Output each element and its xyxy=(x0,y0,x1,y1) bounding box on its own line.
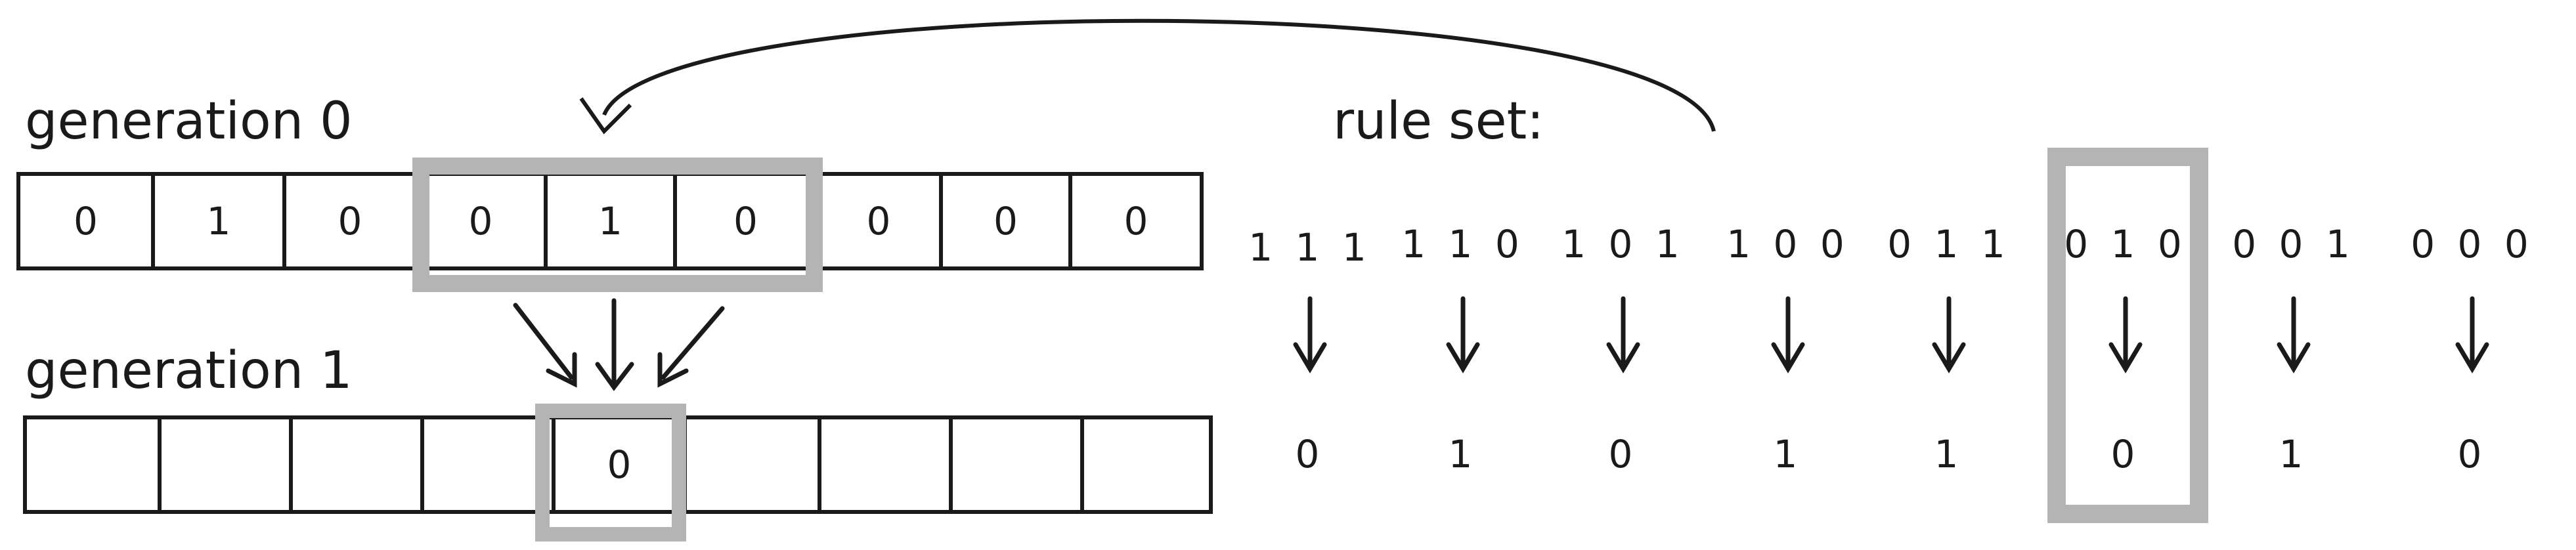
rule-pattern: 0 1 1 xyxy=(1887,222,2011,266)
rule-output: 1 xyxy=(1448,432,1478,476)
generation-0-cell: 1 xyxy=(548,176,677,266)
rule-arrow-head xyxy=(1932,342,1966,373)
rule-arrow-head xyxy=(1606,342,1640,373)
generation-1-cell xyxy=(293,419,424,510)
generation-0-label: generation 0 xyxy=(25,92,353,151)
rule-pattern: 1 0 0 xyxy=(1726,222,1850,266)
generation-0-cell: 0 xyxy=(418,176,548,266)
generation-0-cell: 0 xyxy=(818,176,943,266)
rule-pattern: 1 1 1 xyxy=(1248,225,1372,270)
rule-pattern: 0 0 1 xyxy=(2232,222,2355,266)
curved-arrow-head xyxy=(579,97,632,135)
curved-arrow-path xyxy=(602,18,1716,132)
generation-1-cell xyxy=(424,419,556,510)
generation-1-cell xyxy=(687,419,821,510)
rule-arrow-head xyxy=(2277,342,2311,373)
rule-pattern: 0 0 0 xyxy=(2411,222,2534,266)
matching-rule-highlight xyxy=(2047,148,2208,523)
arrow-center-head xyxy=(595,362,634,391)
generation-0-cell: 1 xyxy=(155,176,286,266)
generation-1-cell xyxy=(27,419,162,510)
rule-output: 0 xyxy=(1608,432,1638,476)
ruleset-label: rule set: xyxy=(1333,92,1544,151)
arrow-right xyxy=(661,306,725,380)
neighborhood-highlight xyxy=(412,158,823,292)
rule-pattern: 0 1 0 xyxy=(2064,222,2187,266)
rule-pattern: 1 0 1 xyxy=(1561,222,1685,266)
generation-1-cell xyxy=(953,419,1084,510)
generation-1-label: generation 1 xyxy=(25,341,353,400)
arrow-right-head xyxy=(657,352,689,388)
rule-output: 1 xyxy=(2279,432,2309,476)
result-cell-highlight xyxy=(535,404,686,541)
rule-output: 0 xyxy=(1295,432,1325,476)
rule-arrow-head xyxy=(1771,342,1805,373)
rule-pattern: 1 1 0 xyxy=(1401,222,1525,266)
generation-0-cell: 0 xyxy=(943,176,1072,266)
rule-arrow-head xyxy=(1446,342,1480,373)
arrow-left xyxy=(513,303,574,380)
rule-output: 1 xyxy=(1934,432,1964,476)
rule-arrow-head xyxy=(1293,342,1327,373)
generation-0-cell: 0 xyxy=(1124,199,1148,243)
rule-output: 0 xyxy=(2457,432,2487,476)
rule-arrow-head xyxy=(2108,342,2143,373)
generation-0-cell: 0 xyxy=(20,176,155,266)
arrow-left-head xyxy=(546,352,577,388)
rule-output: 1 xyxy=(1773,432,1803,476)
generation-1-cell xyxy=(162,419,293,510)
rule-arrow-head xyxy=(2455,342,2489,373)
rule-output: 0 xyxy=(2110,432,2141,476)
generation-1-cell xyxy=(821,419,953,510)
